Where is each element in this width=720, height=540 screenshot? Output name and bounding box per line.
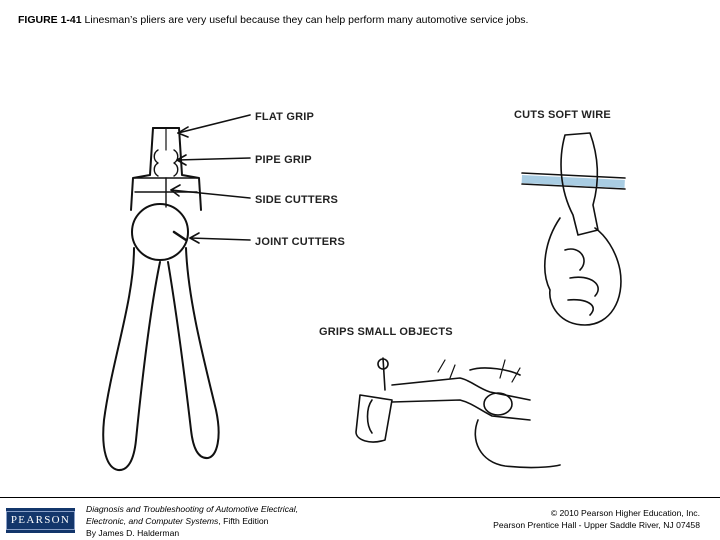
label-side-cutters: SIDE CUTTERS (255, 194, 338, 206)
book-edition: , Fifth Edition (218, 516, 269, 526)
figure-caption: FIGURE 1-41 Linesman’s pliers are very u… (18, 14, 708, 27)
copyright-notice: © 2010 Pearson Higher Education, Inc. Pe… (493, 507, 700, 531)
cuts-soft-wire-drawing (521, 132, 626, 326)
label-flat-grip: FLAT GRIP (255, 111, 314, 123)
copyright-line2: Pearson Prentice Hall - Upper Saddle Riv… (493, 520, 700, 530)
label-cuts-soft-wire: CUTS SOFT WIRE (514, 109, 611, 121)
label-pipe-grip: PIPE GRIP (255, 154, 312, 166)
label-joint-cutters: JOINT CUTTERS (255, 236, 345, 248)
pliers-illustration: FLAT GRIP PIPE GRIP SIDE CUTTERS JOINT C… (102, 109, 626, 472)
linesman-pliers-drawing (102, 127, 220, 472)
book-title-line2: Electronic, and Computer Systems (86, 516, 219, 526)
pearson-logo: PEARSON (5, 508, 76, 533)
grips-small-objects-drawing (355, 357, 561, 469)
footer-divider (0, 497, 720, 498)
callout-arrows (170, 114, 251, 244)
book-citation: Diagnosis and Troubleshooting of Automot… (86, 503, 298, 539)
book-title-line1: Diagnosis and Troubleshooting of Automot… (86, 504, 299, 514)
book-author: By James D. Halderman (86, 528, 180, 538)
caption-text: Linesman’s pliers are very useful becaus… (81, 14, 529, 26)
figure-label: FIGURE 1-41 (18, 14, 82, 26)
label-grips-small-objects: GRIPS SMALL OBJECTS (319, 326, 453, 338)
copyright-line1: © 2010 Pearson Higher Education, Inc. (550, 508, 700, 518)
pearson-logo-text: PEARSON (5, 511, 76, 530)
